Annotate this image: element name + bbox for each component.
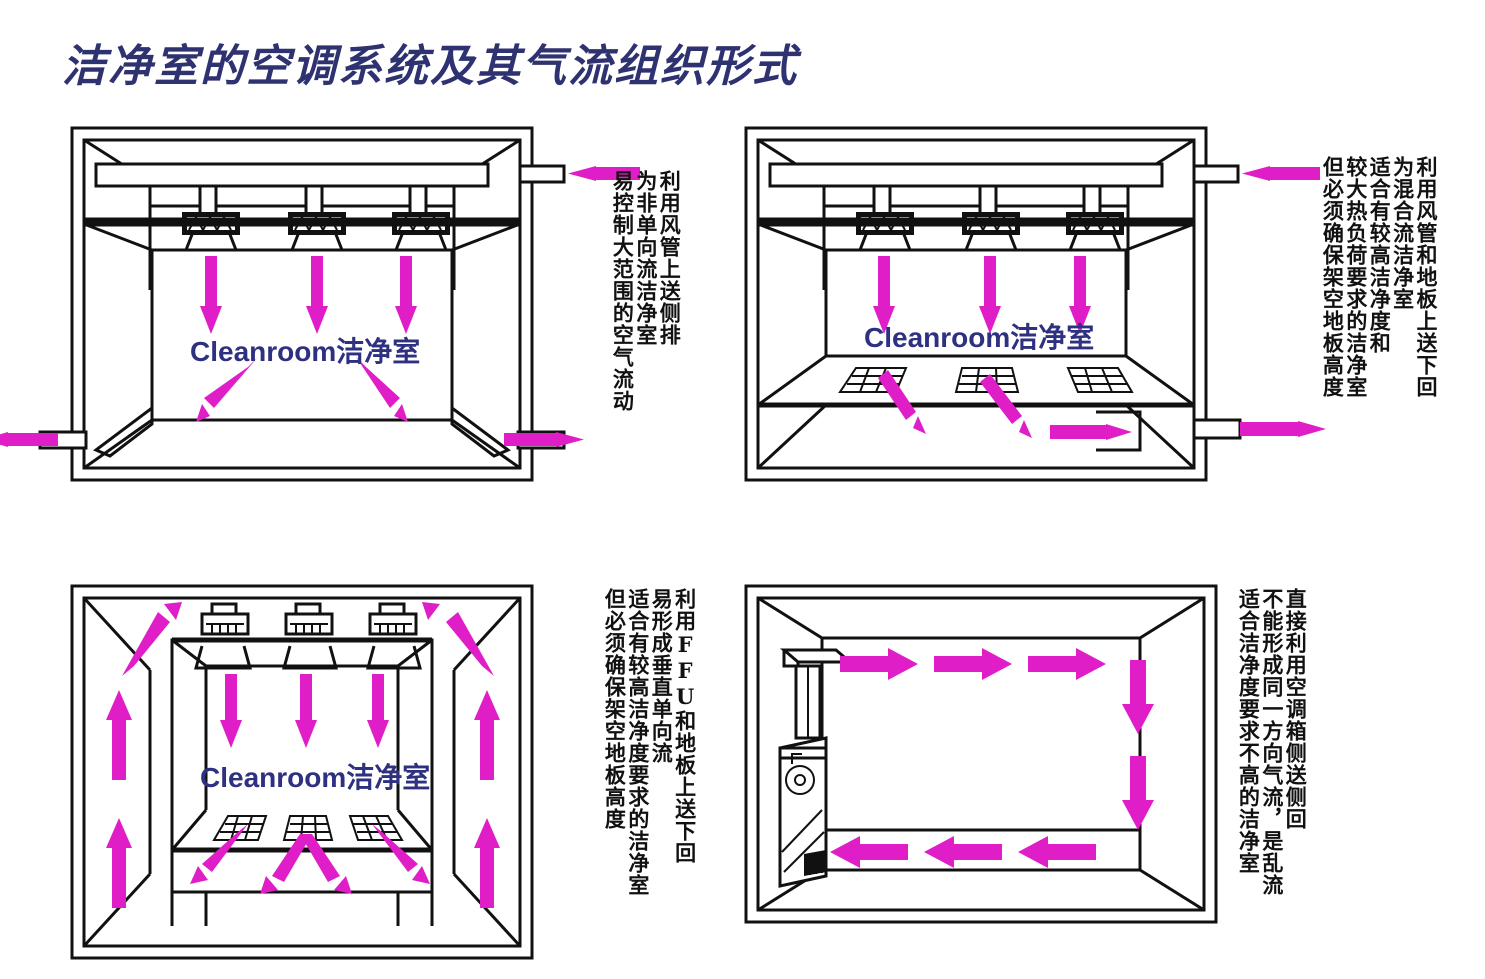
room-label-panel-2: Cleanroom洁净室 xyxy=(864,316,1094,356)
note-line: 但必须确保架空地板高度 xyxy=(602,588,628,830)
room-label-panel-1: Cleanroom洁净室 xyxy=(190,330,420,370)
floor-grille xyxy=(212,815,268,841)
return-arrow-diagonal xyxy=(356,357,408,422)
panel-1-notes: 利用风管上送侧排 为非单向流洁净室 易控制大范围的空气流动 xyxy=(610,170,683,412)
ffu-unit xyxy=(200,602,250,636)
supply-arrow-down xyxy=(1069,256,1091,334)
note-line: 利用FFU和地板上送下回 xyxy=(672,588,698,864)
supply-arrow-down xyxy=(200,256,222,334)
floor-grille xyxy=(1066,367,1134,393)
panel-4-drawing xyxy=(744,584,1218,924)
room-label-panel-3: Cleanroom洁净室 xyxy=(200,756,430,796)
panel-3-drawing xyxy=(70,584,534,960)
note-line: 适合洁净度要求不高的洁净室 xyxy=(1236,588,1262,874)
return-arrow-left xyxy=(830,836,908,868)
page-title: 洁净室的空调系统及其气流组织形式 xyxy=(62,42,798,91)
supply-arrow-down xyxy=(395,256,417,334)
note-line: 利用风管和地板上送下回 xyxy=(1414,156,1440,398)
return-arrow-up-right xyxy=(474,818,500,908)
supply-arrow-down xyxy=(367,674,389,748)
underfloor-arrow-center-right xyxy=(300,834,352,894)
panel-1-drawing xyxy=(0,126,640,482)
panel-2-notes: 利用风管和地板上送下回 为混合流洁净室 适合有较高洁净度和 较大热负荷要求的洁净… xyxy=(1320,156,1440,398)
panel-1-duct-supply-side-return: Cleanroom洁净室 xyxy=(0,120,640,490)
note-line: 但必须确保架空地板高度 xyxy=(1320,156,1346,398)
note-line: 较大热负荷要求的洁净室 xyxy=(1343,156,1369,398)
note-line: 不能形成同一方向气流，是乱流 xyxy=(1259,588,1285,896)
note-line: 易形成垂直单向流 xyxy=(649,588,675,764)
panel-4-notes: 直接利用空调箱侧送侧回 不能形成同一方向气流，是乱流 适合洁净度要求不高的洁净室 xyxy=(1236,588,1309,896)
return-arrow-left xyxy=(924,836,1002,868)
supply-arrow-down xyxy=(306,256,328,334)
underfloor-arrow-center-left xyxy=(260,834,312,894)
underfloor-arrow-right xyxy=(372,824,430,884)
supply-arrow-down xyxy=(295,674,317,748)
panel-2-drawing xyxy=(744,126,1326,482)
underfloor-arrow-left xyxy=(190,824,248,884)
supply-arrow-down xyxy=(873,256,895,334)
supply-arrow-down xyxy=(979,256,1001,334)
floor-grille xyxy=(282,815,334,841)
flow-arrow-down xyxy=(1122,756,1154,830)
note-line: 适合有较高洁净度要求的洁净室 xyxy=(625,588,651,896)
return-arrow-up-left xyxy=(106,690,132,780)
return-arrow-right xyxy=(1050,424,1132,440)
return-arrow-up-right xyxy=(474,690,500,780)
corner-arrow-upper-right xyxy=(422,602,494,676)
return-arrow-up-left xyxy=(106,818,132,908)
ffu-unit xyxy=(284,602,334,636)
room-label-cn: 洁净室 xyxy=(346,761,431,794)
exhaust-arrow-left xyxy=(0,432,58,447)
panel-3-notes: 利用FFU和地板上送下回 易形成垂直单向流 适合有较高洁净度要求的洁净室 但必须… xyxy=(602,588,698,896)
note-line: 为非单向流洁净室 xyxy=(633,170,659,346)
supply-inlet-arrow xyxy=(1242,166,1320,181)
return-arrow-diagonal xyxy=(196,357,258,422)
flow-arrow-down xyxy=(1122,660,1154,734)
note-line: 易控制大范围的空气流动 xyxy=(610,170,636,412)
return-arrow-left xyxy=(1018,836,1096,868)
supply-arrow-right xyxy=(1028,648,1106,680)
ffu-unit xyxy=(368,602,418,636)
ahu-unit xyxy=(778,648,855,888)
note-line: 为混合流洁净室 xyxy=(1390,156,1416,310)
supply-arrow-right xyxy=(840,648,918,680)
return-arrow-diagonal xyxy=(878,370,926,434)
room-label-en: Cleanroom xyxy=(190,336,337,367)
room-label-en: Cleanroom xyxy=(864,322,1011,353)
corner-arrow-upper-left xyxy=(122,602,182,676)
note-line: 直接利用空调箱侧送侧回 xyxy=(1283,588,1309,830)
room-label-cn: 洁净室 xyxy=(336,335,421,368)
supply-inlet-arrow xyxy=(568,166,640,181)
panel-2-duct-floor-supply-down-return: Cleanroom洁净室 xyxy=(700,120,1326,490)
room-label-cn: 洁净室 xyxy=(1010,321,1095,354)
supply-arrow-right xyxy=(934,648,1012,680)
supply-arrow-down xyxy=(220,674,242,748)
note-line: 适合有较高洁净度和 xyxy=(1367,156,1393,354)
room-label-en: Cleanroom xyxy=(200,762,347,793)
panel-4-ahu-side-supply-side-return xyxy=(740,582,1230,932)
note-line: 利用风管上送侧排 xyxy=(657,170,683,346)
return-outlet-arrow xyxy=(1240,421,1326,437)
exhaust-arrow-right xyxy=(504,432,584,447)
return-arrow-diagonal xyxy=(980,374,1032,438)
panel-3-ffu-floor-supply-down-return: Cleanroom洁净室 xyxy=(60,578,580,968)
